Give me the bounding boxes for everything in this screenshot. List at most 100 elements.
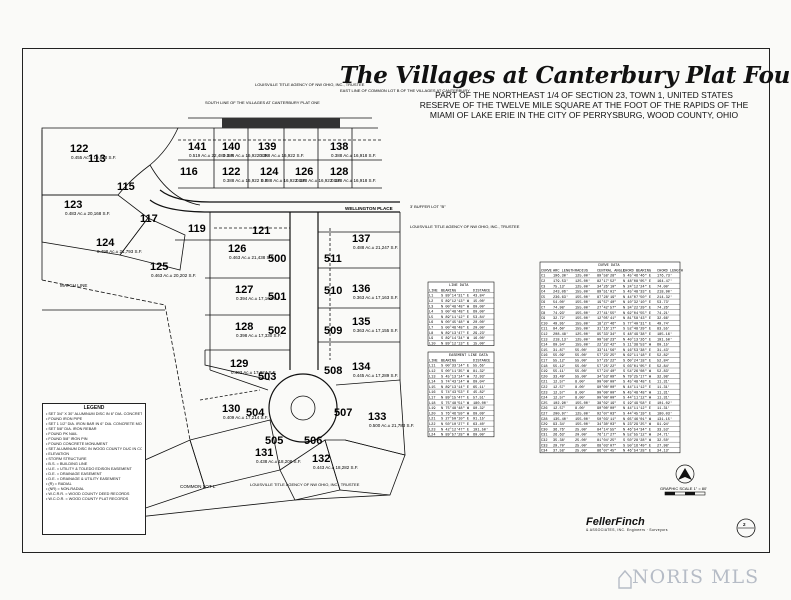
table-cell: C1 [541,275,545,279]
lot-number: 501 [268,291,286,303]
table-cell: C30 [541,428,547,432]
table-cell: 86°07'45" [597,449,616,454]
legend-item: • SET 3/4" X 30" ALUMINUM DISC IN 6" DIA… [46,412,142,416]
table-cell: 74.00' [657,284,670,289]
table-cell: N 44°07'50" E [623,295,651,300]
table-header: CHORD BEARING [623,269,651,273]
table-cell: S 50°16'49" E [623,443,651,448]
table-cell: 16.00' [473,336,486,341]
table-cell: 31.43' [657,348,670,353]
lot-area: 0.463 Ac.± 20,202 S.F. [151,273,196,278]
lot-area: 0.398 Ac.± 17,330 S.F. [236,333,281,338]
table-cell: 20.00' [575,433,588,438]
table-cell: 26.63' [553,433,566,438]
table-cell: N 65°46'01" W [623,417,652,422]
table-cell: S 74°43'14" W [441,380,470,385]
table-cell: 68°03'07" [597,443,616,448]
table-cell: 32.72' [553,316,566,321]
table-cell: S 44°45'19" E [623,412,651,417]
table-cell: C18 [541,365,547,369]
table-cell: 34°53'09" [597,374,616,379]
table-cell: 52.83' [657,369,670,374]
table-cell: 27°41'55" [597,311,616,316]
table-cell: 27.98' [657,443,670,448]
lot-number: 133 [368,411,386,423]
table-cell: 92°07'03" [597,412,616,417]
table-cell: 19°57'40" [597,300,616,305]
table-cell: C6 [541,301,545,305]
table-cell: C9 [541,317,545,321]
table-cell: L2 [429,300,433,304]
table-cell: L12 [429,370,435,374]
table-cell: 25.00' [575,443,588,448]
table-cell: C8 [541,312,545,316]
table-cell: 57.51' [473,396,486,401]
table-cell: 74.93' [553,311,566,316]
table-cell: N 89°57'28" W [441,433,470,438]
table-cell: C3 [541,285,545,289]
table-cell: N 81°58'43" E [623,316,651,321]
lot-area: 0.403 Ac.± 17,824 S.F. [231,370,276,375]
table-cell: 200.97' [553,412,568,417]
table-cell: C19 [541,370,547,374]
legend-item: • D.E. = DRAINAGE & UTILITY EASEMENT [46,477,121,481]
table-cell: S 00°33'14" E [441,364,469,369]
table-cell: C11 [541,328,547,332]
table-cell: S 50°28'28" W [623,438,652,443]
legend-item: • (R) = RADIAL [46,482,72,486]
table-cell: 33.49' [553,374,566,379]
table-cell: S 74°43'53" E [441,390,469,395]
table-cell: 125.00' [575,279,590,284]
table-cell: 60.54' [553,343,566,348]
lot-number: 139 [258,141,276,153]
lot-number: 130 [222,403,240,415]
lot-area: 0.438 Ac.± 18,208 S.F. [256,459,301,464]
legend-item: • W.C.R.R. = WOOD COUNTY DEED RECORDS [46,492,130,496]
table-cell: 131.15' [657,417,672,422]
table-cell: 185.16' [657,332,672,337]
table-cell: S 00°48'48" E [441,310,469,315]
table-cell: 55.00' [575,353,588,358]
table-cell: N 89°13'47" E [441,331,469,336]
table-cell: 155.00' [575,300,590,305]
table-cell: C5 [541,296,545,300]
table-cell: 93.34' [553,422,566,427]
table-cell: 12.57' [553,390,566,395]
table-cell: 60.00' [473,433,486,438]
table-cell: 74.98' [553,306,566,311]
table-cell: 164.47' [657,279,672,284]
table-cell: 55.00' [575,369,588,374]
table-cell: C33 [541,444,547,448]
table-cell: L10 [429,342,435,346]
table-cell: N 24°12'24" E [623,284,651,289]
table-cell: L21 [429,418,435,422]
table-cell: N 89°12'13" E [441,341,469,346]
table-cell: S 89°14'34" W [441,336,470,341]
table-cell: 45.82' [473,390,486,395]
lot-area: 0.483 Ac.± 20,168 S.F. [65,211,110,216]
legend-item: • (NR) = NON-RADIAL [46,487,85,491]
lot-area: 0.455 Ac.± 19,818 S.F. [71,155,116,160]
table-cell: S 45°46'46" E [623,274,651,279]
table-cell: L18 [429,402,435,406]
table-cell: 81°04'25" [597,438,616,443]
table-cell: S 48°49'38" E [623,332,651,337]
table-cell: N 46°54'34" E [623,427,651,432]
table-cell: C16 [541,354,547,358]
lot-number: 131 [255,447,273,459]
table-cell: 84°14'55" [597,427,616,432]
table-cell: 24.71' [657,433,670,438]
table-header: DISTANCE [473,289,490,293]
table-cell: N 46°54'28" E [623,449,651,454]
table-cell: 20.00' [473,326,486,331]
table-cell: 25.00' [575,427,588,432]
buffer-note: 3' BUFFER LOT "B" [410,204,446,209]
lot-number: 122 [222,166,240,178]
table-cell: 74.26' [657,306,670,311]
table-cell: C4 [541,291,545,295]
table-cell: 90°00'00" [597,406,616,411]
table-cell: 99°58'23" [597,337,616,342]
lot-area: 0.488 Ac.± 21,247 S.F. [353,245,398,250]
